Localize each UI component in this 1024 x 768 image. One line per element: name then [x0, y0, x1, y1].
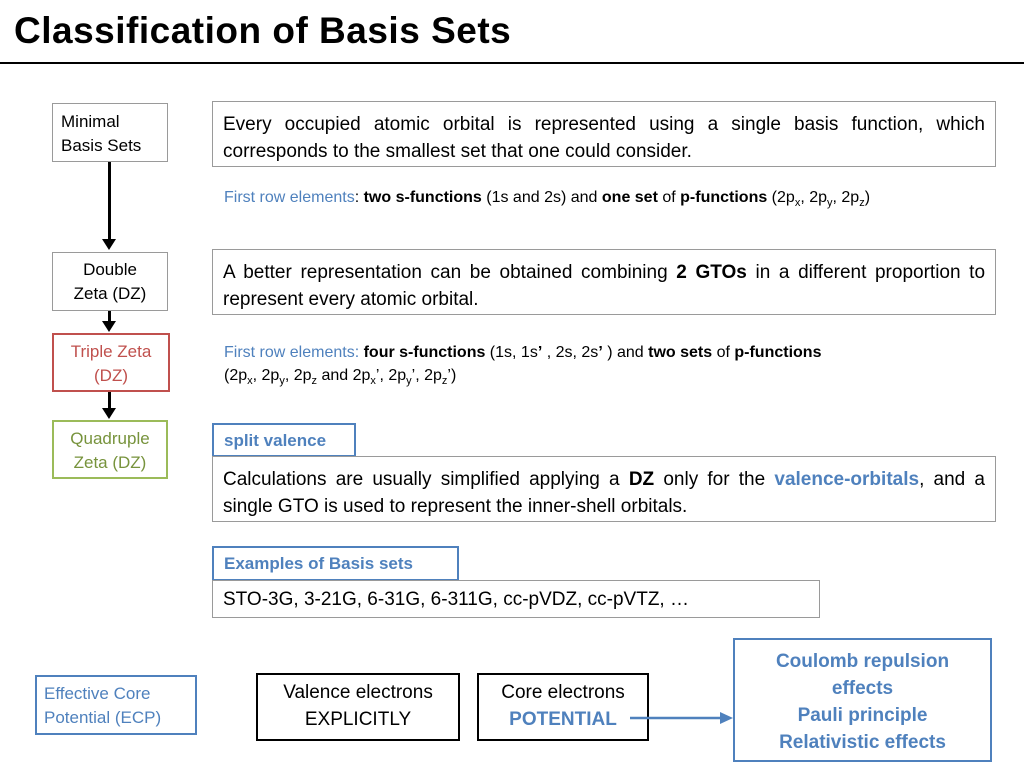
- ecp-line2: Potential (ECP): [44, 708, 162, 727]
- core-electrons-box: Core electrons POTENTIAL: [477, 673, 649, 741]
- note-text: of: [657, 189, 681, 206]
- examples-label: Examples of Basis sets: [212, 546, 459, 581]
- note-prime: ’: [537, 344, 543, 361]
- note-bold-set: one set: [601, 189, 658, 206]
- note-text: , 2p: [252, 367, 280, 384]
- core-to-effects-arrow: [630, 712, 733, 724]
- page-title: Classification of Basis Sets: [14, 10, 512, 51]
- note-sub: y: [279, 375, 285, 388]
- note-bold-p: p-functions: [734, 344, 822, 361]
- note-text: ’): [447, 367, 457, 384]
- effects-line3: Pauli principle: [797, 705, 928, 726]
- note-sub: y: [406, 375, 412, 388]
- minimal-description: Every occupied atomic orbital is represe…: [212, 101, 996, 167]
- note-prime: ’: [598, 344, 603, 361]
- note-text: ): [864, 189, 871, 206]
- note-text: , 2p: [832, 189, 860, 206]
- dz-text: A better representation can be obtained …: [223, 262, 677, 283]
- valence-bold-dz: DZ: [628, 469, 655, 490]
- note-text: of: [712, 344, 735, 361]
- arrow-minimal-to-dz-head: [102, 239, 116, 250]
- minimal-first-row-note: First row elements: two s-functions (1s …: [224, 186, 994, 209]
- note-text: ’, 2p: [411, 367, 442, 384]
- examples-list: STO-3G, 3-21G, 6-31G, 6-311G, cc-pVDZ, c…: [212, 580, 820, 618]
- title-divider: [0, 62, 1024, 64]
- effects-line4: Relativistic effects: [779, 732, 946, 753]
- effects-box: Coulomb repulsion effects Pauli principl…: [733, 638, 992, 762]
- minimal-line1: Minimal: [61, 112, 120, 131]
- note-text: , 2p: [284, 367, 312, 384]
- triple-zeta-first-row-note: First row elements: four s-functions (1s…: [224, 341, 994, 387]
- note-text: (1s and 2s) and: [481, 189, 602, 206]
- effects-line1: Coulomb repulsion: [775, 651, 950, 672]
- quadruple-zeta-box: Quadruple Zeta (DZ): [52, 420, 168, 479]
- note-sub: z: [859, 197, 865, 210]
- qz-line1: Quadruple: [70, 429, 150, 448]
- triple-zeta-box: Triple Zeta (DZ): [52, 333, 170, 392]
- note-bold-p: p-functions: [680, 189, 768, 206]
- arrow-minimal-to-dz-line: [108, 162, 111, 240]
- split-valence-description: Calculations are usually simplified appl…: [212, 456, 996, 522]
- arrow-tz-to-qz-line: [108, 392, 111, 409]
- arrow-dz-to-tz-head: [102, 321, 116, 332]
- note-bold-sets: two sets: [648, 344, 713, 361]
- dz-bold-gtos: 2 GTOs: [676, 262, 747, 283]
- dz-line1: Double: [83, 260, 137, 279]
- note-text: , 2p: [800, 189, 827, 206]
- note-text: , 2s, 2s: [542, 344, 599, 361]
- tz-line1: Triple Zeta: [70, 342, 152, 361]
- note-sub: y: [827, 197, 833, 210]
- note-text: ) and: [602, 344, 649, 361]
- valence-electrons-line1: Valence electrons: [283, 682, 433, 703]
- effects-line2: effects: [831, 678, 894, 699]
- note-lead: First row elements: [224, 189, 355, 206]
- ecp-box: Effective Core Potential (ECP): [35, 675, 197, 735]
- core-electrons-line2: POTENTIAL: [509, 709, 617, 730]
- note-text: (2p: [767, 189, 795, 206]
- note-text: ’, 2p: [375, 367, 407, 384]
- split-valence-label: split valence: [212, 423, 356, 457]
- valence-text: only for the: [654, 469, 775, 490]
- double-zeta-description: A better representation can be obtained …: [212, 249, 996, 315]
- dz-line2: Zeta (DZ): [73, 284, 147, 303]
- note-sub: x: [247, 375, 253, 388]
- double-zeta-box: Double Zeta (DZ): [52, 252, 168, 311]
- valence-electrons-line2: EXPLICITLY: [304, 709, 412, 730]
- qz-line2: Zeta (DZ): [73, 453, 147, 472]
- note-bold-s: two s-functions: [363, 189, 482, 206]
- dz-text: in a different proportion to represent e…: [223, 262, 986, 310]
- valence-electrons-box: Valence electrons EXPLICITLY: [256, 673, 460, 741]
- note-sub: z: [441, 375, 448, 388]
- ecp-line1: Effective Core: [44, 684, 151, 703]
- valence-text: Calculations are usually simplified appl…: [223, 469, 629, 490]
- note-lead: First row elements:: [224, 344, 364, 361]
- valence-bold-orbitals: valence-orbitals: [774, 469, 920, 490]
- note-bold-s: four s-functions: [363, 344, 486, 361]
- tz-line2: (DZ): [94, 366, 128, 385]
- arrow-dz-to-tz-line: [108, 311, 111, 322]
- note-sub: z: [311, 375, 318, 388]
- arrow-tz-to-qz-head: [102, 408, 116, 419]
- note-text: (2p: [224, 367, 248, 384]
- minimal-basis-sets-box: Minimal Basis Sets: [52, 103, 168, 162]
- note-sub: x: [794, 197, 801, 210]
- note-text: and 2p: [317, 367, 371, 384]
- core-electrons-line1: Core electrons: [501, 682, 625, 703]
- note-colon: :: [354, 189, 364, 206]
- minimal-line2: Basis Sets: [61, 136, 142, 155]
- note-text: (1s, 1s: [485, 344, 538, 361]
- valence-text: , and a single GTO is used to represent …: [223, 469, 986, 517]
- note-sub: x: [370, 375, 376, 388]
